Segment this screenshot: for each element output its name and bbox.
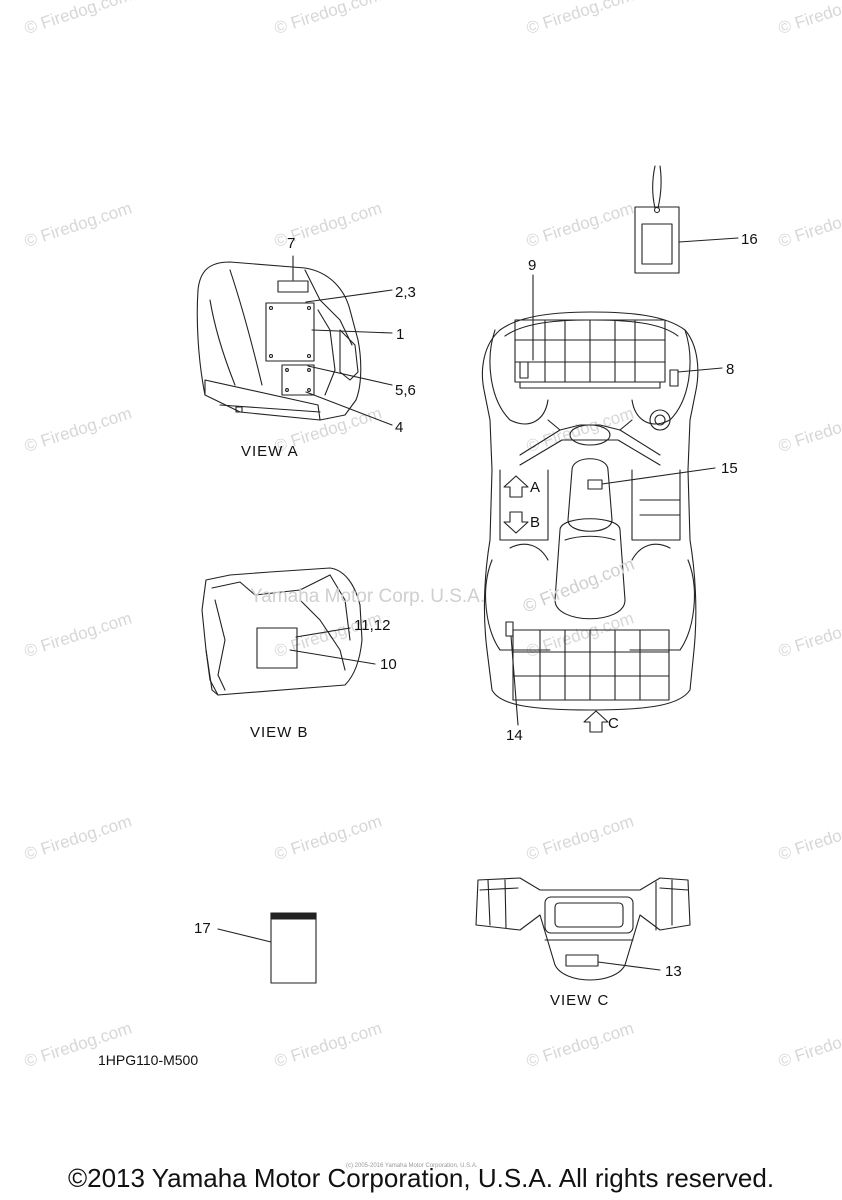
arrow-a-label: A — [530, 479, 541, 496]
hang-tag-16 — [634, 165, 680, 274]
view-c-rear — [475, 877, 691, 981]
label-17 — [270, 912, 317, 984]
callout-2-3: 2,3 — [395, 284, 416, 301]
view-b-label: VIEW B — [250, 724, 309, 741]
callout-10: 10 — [380, 656, 397, 673]
view-c-label: VIEW C — [550, 992, 610, 1009]
arrow-c-label: C — [608, 715, 619, 732]
atv-top-view — [481, 311, 699, 711]
view-a-fender — [196, 261, 362, 421]
arrow-b-label: B — [530, 514, 541, 531]
copyright-notice: ©2013 Yamaha Motor Corporation, U.S.A. A… — [67, 1163, 775, 1193]
callout-16: 16 — [741, 231, 758, 248]
callout-13: 13 — [665, 963, 682, 980]
arrow-b-icon — [503, 511, 529, 534]
arrow-c-icon — [583, 710, 609, 733]
callout-7: 7 — [287, 235, 296, 252]
tiny-copyright: (c) 2005-2016 Yamaha Motor Corporation, … — [346, 1163, 478, 1169]
arrow-a-icon — [503, 475, 529, 498]
view-b-fender — [201, 567, 363, 696]
callout-14: 14 — [506, 727, 523, 744]
center-watermark: Yamaha Motor Corp. U.S.A. — [250, 586, 486, 607]
callout-4: 4 — [395, 419, 404, 436]
callout-8: 8 — [726, 361, 735, 378]
callout-17: 17 — [194, 920, 211, 937]
callout-5-6: 5,6 — [395, 382, 416, 399]
view-a-label: VIEW A — [241, 443, 299, 460]
callout-11-12: 11,12 — [354, 617, 391, 634]
callout-9: 9 — [528, 257, 537, 274]
callout-1: 1 — [396, 326, 405, 343]
part-code: 1HPG110-M500 — [98, 1052, 199, 1068]
callout-15: 15 — [721, 460, 738, 477]
